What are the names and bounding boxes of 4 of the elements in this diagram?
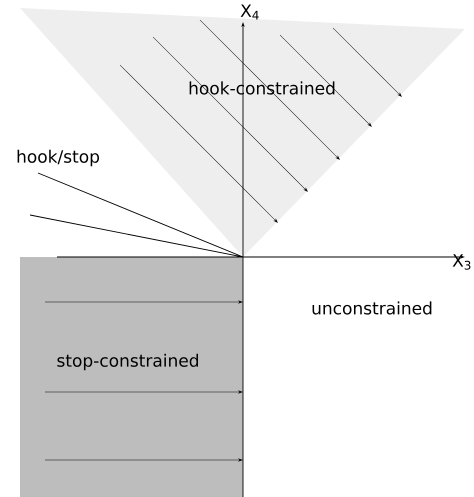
region-label: unconstrained bbox=[312, 301, 432, 315]
region-label: hook/stop bbox=[18, 150, 100, 166]
axis-label: X$_{4}$ bbox=[240, 4, 259, 20]
region-label: stop-constrained bbox=[57, 354, 198, 370]
